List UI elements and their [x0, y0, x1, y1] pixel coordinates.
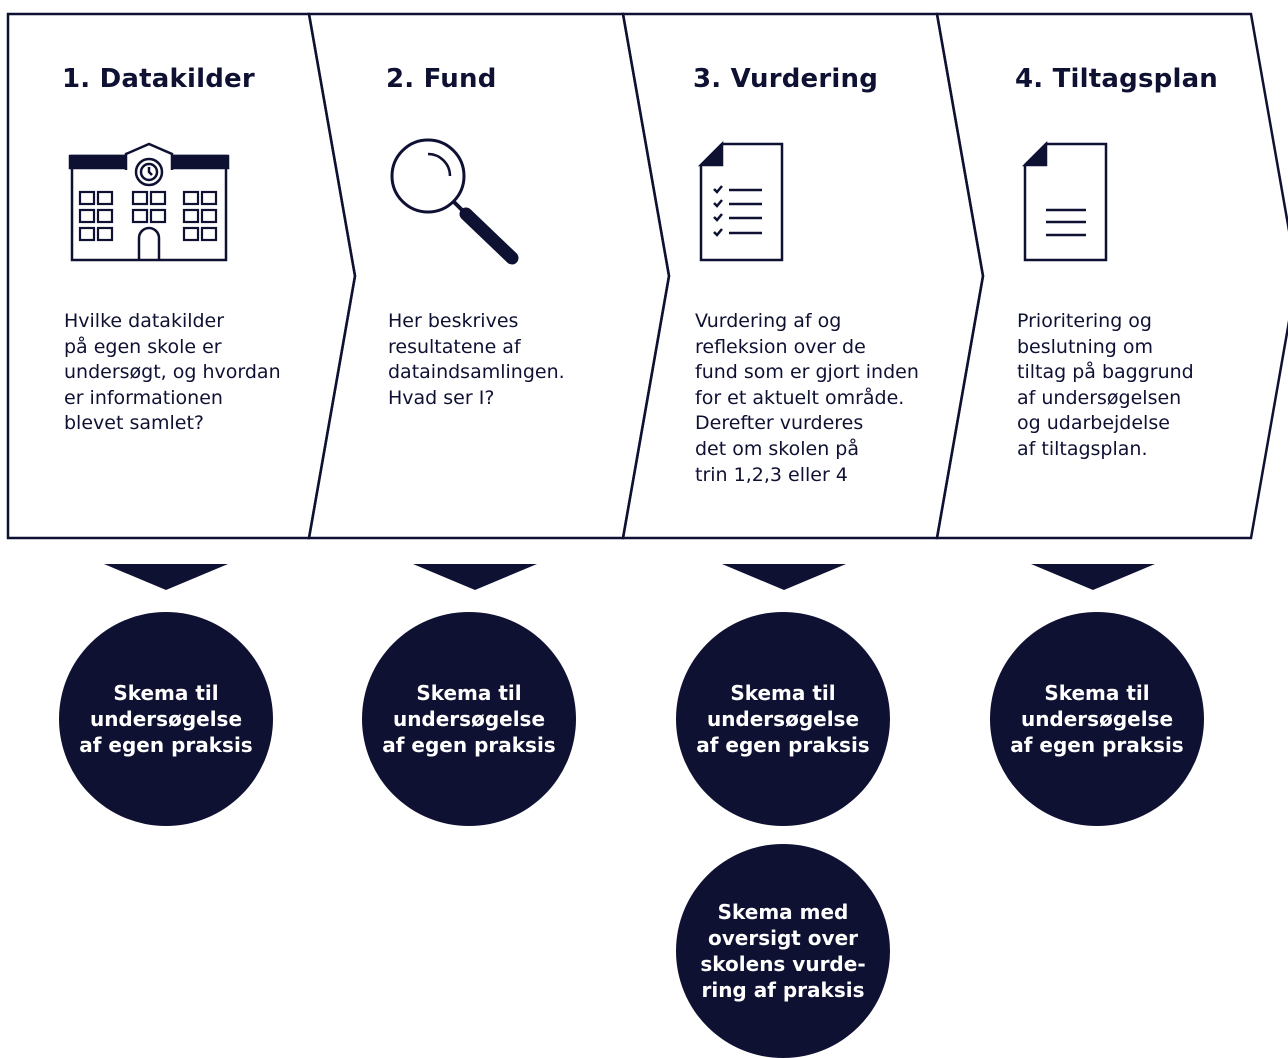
- step-1-pointer: [104, 564, 228, 590]
- step-3-schema-circle: Skema til undersøgelse af egen praksis: [676, 612, 890, 826]
- step-2-description: Her beskrives resultatene af dataindsaml…: [388, 310, 565, 409]
- step-2-title: 2. Fund: [386, 64, 497, 94]
- step-2-pointer: [413, 564, 537, 590]
- step-4-description: Prioritering og beslutning om tiltag på …: [1017, 310, 1194, 460]
- document-icon: [1021, 140, 1108, 262]
- checklist-document-icon: [697, 140, 784, 262]
- step-1-title: 1. Datakilder: [62, 64, 255, 94]
- step-4-title: 4. Tiltagsplan: [1015, 64, 1219, 94]
- magnifying-glass-icon: [390, 138, 519, 265]
- step-1-schema-circle: Skema til undersøgelse af egen praksis: [59, 612, 273, 826]
- step-3-description: Vurdering af og refleksion over de fund …: [695, 310, 919, 486]
- step-3-pointer: [722, 564, 846, 590]
- step-4-schema-circle: Skema til undersøgelse af egen praksis: [990, 612, 1204, 826]
- step-3-title: 3. Vurdering: [693, 64, 879, 94]
- step-4-pointer: [1031, 564, 1155, 590]
- step-1-description: Hvilke datakilder på egen skole er under…: [64, 310, 281, 435]
- process-chevron-frame: [6, 12, 1288, 540]
- school-building-icon: [68, 142, 230, 262]
- step-4-outline: [935, 12, 1288, 540]
- step-2-schema-circle: Skema til undersøgelse af egen praksis: [362, 612, 576, 826]
- assessment-overview-circle: Skema med oversigt over skolens vurde- r…: [676, 844, 890, 1058]
